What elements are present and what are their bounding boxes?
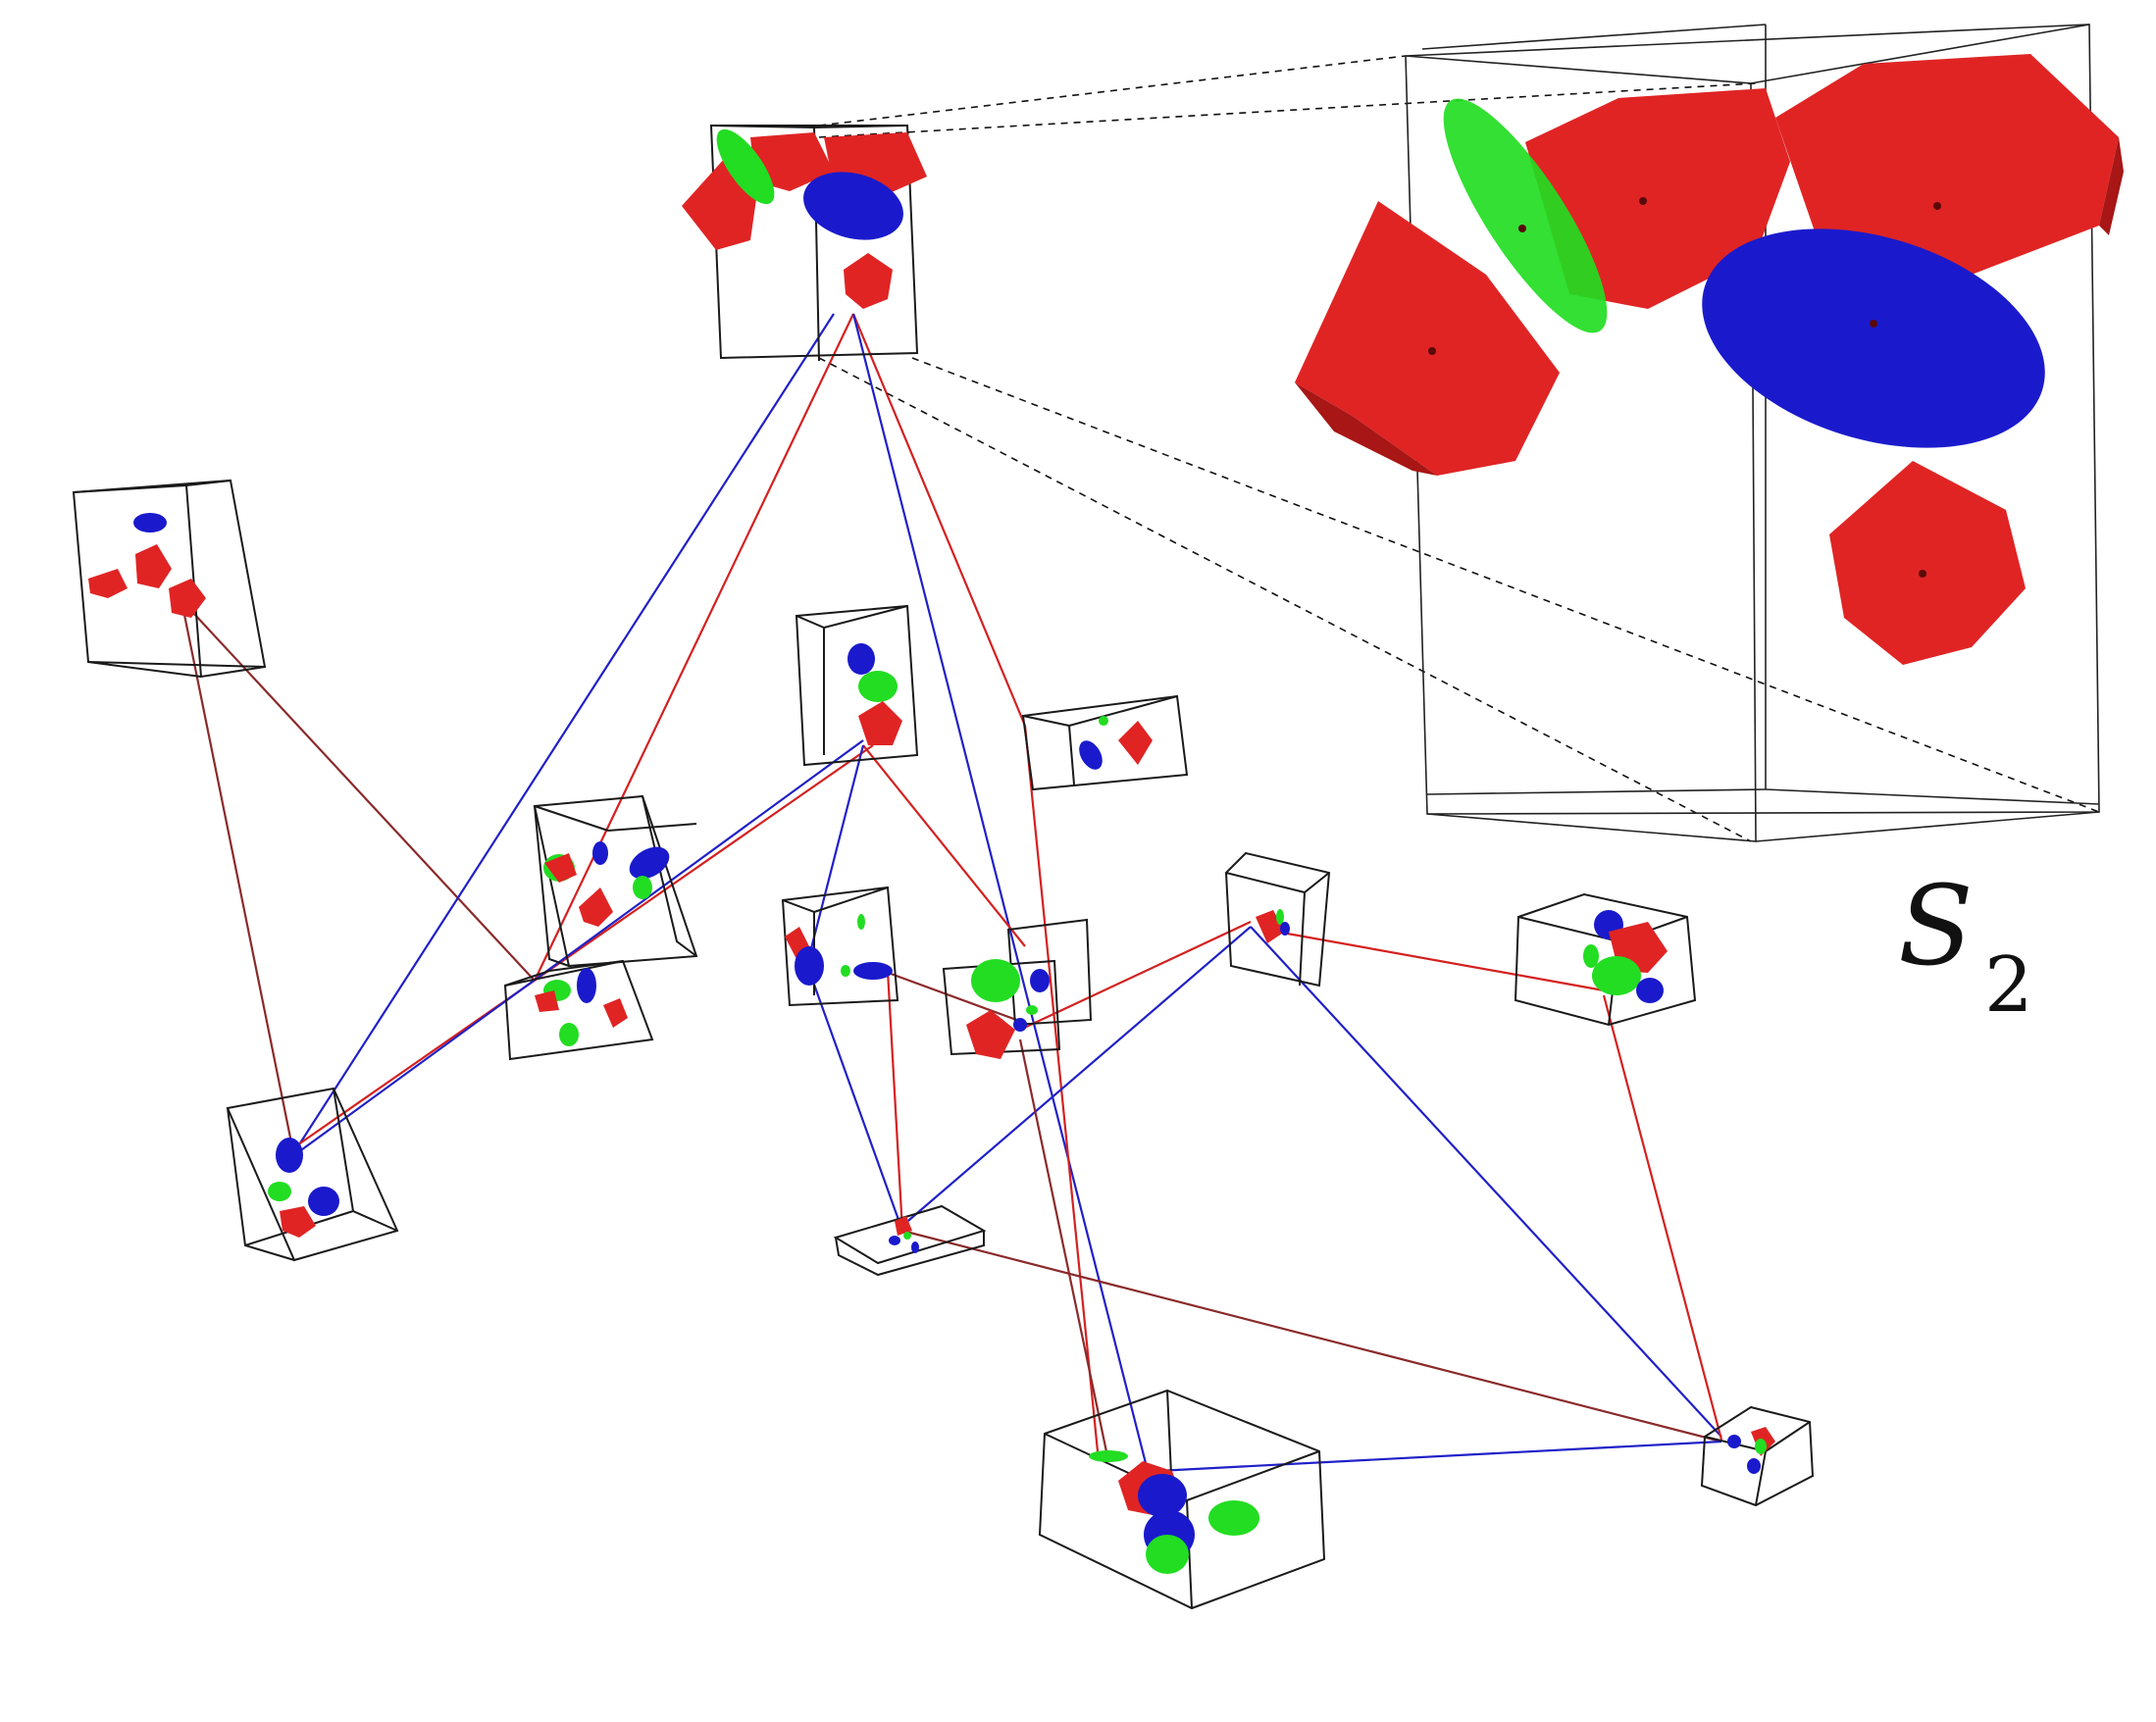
- link: [293, 313, 835, 1153]
- link: [534, 313, 854, 982]
- zoom-projection-lines: [818, 55, 2100, 842]
- node-box-mid-right: [942, 918, 1093, 1059]
- node-box-upper-mid: [795, 604, 919, 767]
- node-box-left-top: [72, 479, 267, 679]
- link: [1023, 725, 1101, 1462]
- link: [851, 313, 1150, 1472]
- node-box-top: [682, 125, 927, 362]
- blue-ellipsoid: [1702, 228, 2045, 448]
- node-box-right-upper: [1021, 694, 1189, 791]
- link: [862, 744, 1026, 947]
- link: [1264, 928, 1605, 992]
- figure-label: S: [1898, 863, 1974, 990]
- red-polyhedron: [1829, 461, 2026, 665]
- node-box-left-bottom: [226, 1087, 399, 1262]
- node-box-bottom-large: [1038, 1389, 1326, 1610]
- link: [1019, 921, 1252, 1031]
- green-ellipsoid: [1443, 98, 1608, 333]
- red-polyhedron: [1295, 201, 1560, 476]
- link: [1602, 994, 1723, 1441]
- node-box-mid: [781, 886, 899, 1007]
- node-box-low-left: [503, 959, 654, 1061]
- link: [886, 970, 904, 1232]
- link: [1156, 1440, 1722, 1473]
- node-box-mid-left: [533, 794, 698, 968]
- link: [1250, 926, 1722, 1438]
- link: [807, 744, 865, 957]
- link: [882, 969, 1031, 1027]
- link: [807, 970, 904, 1232]
- link-lines: [180, 313, 1723, 1473]
- node-box-right-mid: [1224, 851, 1331, 988]
- link: [293, 739, 864, 1156]
- node-box-far-right: [1514, 892, 1697, 1027]
- link: [901, 926, 1252, 1227]
- link: [851, 313, 1027, 727]
- red-polyhedron: [1775, 54, 2119, 275]
- node-box-flat: [833, 1204, 987, 1277]
- figure-label-subscript: 2: [1984, 941, 2033, 1030]
- link: [293, 744, 874, 1148]
- link: [180, 599, 296, 1158]
- link: [180, 599, 536, 982]
- node-box-bottom-right: [1700, 1405, 1815, 1507]
- red-polyhedron: [1525, 88, 1790, 309]
- link: [1018, 1038, 1110, 1462]
- zoomed-box: [1295, 24, 2124, 842]
- link: [901, 1229, 1722, 1443]
